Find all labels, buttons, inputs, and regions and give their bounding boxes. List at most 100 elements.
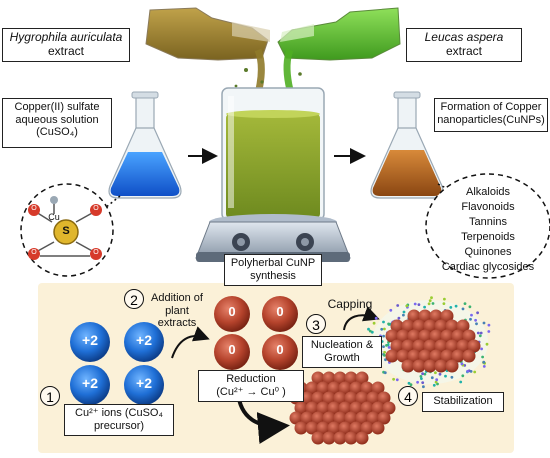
cu-nanoparticle [418, 309, 432, 323]
cu-nanoparticle [300, 411, 314, 425]
capping-agent-dot [416, 380, 419, 384]
hygrophila-label: Hygrophila auriculata extract [2, 28, 130, 62]
phytochemical-item: Cardiac glycosides [441, 261, 535, 273]
capping-agent-dot [413, 302, 417, 306]
cu-nanoparticle [322, 411, 336, 425]
molecule-o-label-2: O [93, 205, 99, 212]
cu-nanoparticle [333, 371, 347, 385]
capping-agent-dot [431, 302, 435, 305]
capping-agent-dot [434, 380, 438, 384]
cu0-atoms-group [214, 296, 298, 370]
cu-nanoparticle [305, 421, 319, 435]
capping-agent-dot [485, 342, 489, 346]
cu-nanoparticle [418, 329, 432, 343]
capping-label: Capping [327, 297, 373, 311]
phytochemicals-list: Alkaloids Flavonoids Tannins Terpenoids … [436, 185, 540, 275]
leucas-label: Leucas aspera extract [406, 28, 522, 62]
capping-agent-dot [478, 334, 482, 338]
capping-agent-dot [432, 383, 436, 387]
cu-nanoparticle [451, 329, 465, 343]
addition-label: Addition of plant extracts [151, 292, 203, 330]
cu-nanoparticle [401, 319, 415, 333]
capping-agent-dot [482, 321, 486, 325]
capping-agent-dot [382, 345, 385, 348]
cu-nanoparticle [360, 401, 374, 415]
cu-nanoparticle [407, 349, 421, 363]
capping-agent-dot [402, 310, 406, 314]
nucleation-label: Nucleation & Growth [302, 336, 382, 368]
cu-nanoparticle [305, 381, 319, 395]
capping-agent-dot [461, 374, 465, 378]
cu-nanoparticle [344, 391, 358, 405]
cu-nanoparticle [423, 359, 437, 373]
capping-agent-dot [428, 299, 432, 303]
cu-nanoparticle [377, 391, 391, 405]
capping-agent-dot [430, 296, 433, 300]
phytochemical-item: Quinones [464, 246, 512, 258]
capping-agent-dot [476, 331, 480, 335]
capping-agent-dot [438, 372, 442, 376]
cu-nanoparticle [316, 401, 330, 415]
cu0-atom-label: 0 [228, 342, 236, 357]
capping-agent-dot [382, 320, 385, 324]
cu-nanoparticle [371, 421, 385, 435]
cu-nanoparticle [333, 391, 347, 405]
cu-nanoparticle [385, 329, 399, 343]
capping-agent-dot [382, 353, 386, 357]
cu-nanoparticle [344, 431, 358, 445]
phytochemical-item: Alkaloids [465, 186, 511, 198]
stabilized-nanoparticles [289, 371, 396, 445]
capping-agent-dot [430, 376, 434, 380]
cu-nanoparticle [311, 371, 325, 385]
cu-nanoparticle [423, 319, 437, 333]
capping-agent-dot [374, 316, 378, 320]
phytochemical-item: Tannins [469, 216, 507, 228]
cu-nanoparticle [462, 349, 476, 363]
cu-nanoparticle [371, 381, 385, 395]
step-3-badge: 3 [306, 314, 326, 334]
cu-nanoparticle [338, 401, 352, 415]
cu-nanoparticle [429, 349, 443, 363]
molecule-o-label-4: O [93, 249, 99, 256]
cu-nanoparticle [311, 431, 325, 445]
cu-nanoparticle [445, 339, 459, 353]
cu-nanoparticle [412, 339, 426, 353]
capping-agent-dot [380, 327, 384, 331]
cu-nanoparticle [311, 391, 325, 405]
capping-agent-dot [389, 308, 393, 312]
capping-agent-dot [475, 322, 478, 326]
cu-nanoparticle [429, 309, 443, 323]
capping-agent-dot [402, 313, 405, 317]
cu-nanoparticle [327, 381, 341, 395]
cu-nanoparticle [440, 309, 454, 323]
capping-agent-dot [469, 317, 472, 321]
cu-nanoparticle [349, 381, 363, 395]
capping-agent-dot [383, 371, 387, 375]
capping-agent-dot [397, 316, 401, 320]
cu2-ion-label: +2 [82, 332, 98, 348]
cu-nanoparticle [407, 329, 421, 343]
capping-agent-dot [473, 370, 477, 374]
cu-nanoparticle [316, 381, 330, 395]
cu-nanoparticle [456, 319, 470, 333]
capping-agent-dot [460, 362, 464, 366]
cu-nanoparticle [385, 349, 399, 363]
capping-agent-dot [420, 377, 423, 380]
capping-agent-dot [470, 313, 473, 317]
cu-nanoparticle [311, 411, 325, 425]
capping-agent-dot [461, 307, 465, 311]
capping-agent-dot [419, 375, 423, 378]
arrow-capping [343, 306, 380, 331]
capping-agent-dot [368, 329, 372, 333]
cu-nanoparticle [440, 329, 454, 343]
cu-nanoparticle [305, 401, 319, 415]
cu-nanoparticle [294, 401, 308, 415]
copper-sulfate-label: Copper(II) sulfate aqueous solution (CuS… [2, 98, 112, 148]
cu-nanoparticle [327, 421, 341, 435]
cu0-atom [214, 296, 250, 332]
synthesis-beaker [221, 87, 325, 221]
cu-nanoparticle [382, 401, 396, 415]
capping-agent-dot [385, 344, 388, 347]
cu-nanoparticle [401, 359, 415, 373]
